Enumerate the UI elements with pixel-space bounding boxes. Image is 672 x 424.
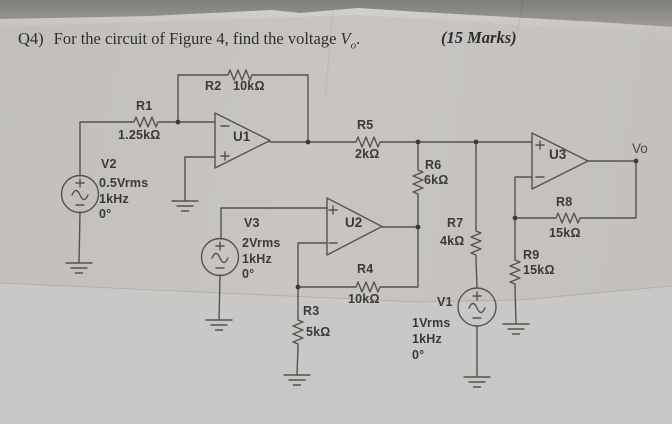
- label-r1-name: R1: [136, 99, 153, 113]
- resistor-r7: [470, 227, 482, 259]
- resistor-r4: [352, 281, 384, 293]
- question-text: For the circuit of Figure 4, find the vo…: [53, 29, 337, 48]
- label-r6-value: 6kΩ: [424, 173, 449, 187]
- wires: [78, 74, 637, 378]
- label-vo-output: Vo: [632, 141, 648, 156]
- ground-r3: [283, 374, 311, 386]
- resistor-r6: [412, 166, 424, 198]
- resistor-r5: [352, 136, 384, 148]
- label-r3-value: 5kΩ: [306, 325, 331, 339]
- opamps: [214, 112, 589, 256]
- resistors: [130, 69, 584, 348]
- label-r9-name: R9: [523, 248, 540, 262]
- resistor-r2: [224, 69, 256, 81]
- label-r2-value: 10kΩ: [233, 79, 265, 93]
- vo-symbol: Vo: [340, 29, 357, 52]
- label-v1-name: V1: [437, 295, 453, 309]
- label-r8-name: R8: [556, 195, 573, 209]
- grounds: [65, 200, 530, 388]
- opamp-u1: [214, 112, 271, 169]
- label-r5-value: 2kΩ: [355, 147, 380, 161]
- opamp-u3: [531, 132, 589, 190]
- label-r7-name: R7: [447, 216, 464, 230]
- label-r9-value: 15kΩ: [523, 263, 555, 277]
- ground-u1-plus: [171, 200, 199, 212]
- ground-r9: [502, 323, 530, 335]
- label-u3: U3: [549, 147, 567, 162]
- label-u1: U1: [233, 129, 251, 144]
- label-r3-name: R3: [303, 304, 320, 318]
- question-title: Q4) For the circuit of Figure 4, find the…: [18, 29, 361, 52]
- resistor-r9: [509, 256, 521, 288]
- ground-v2: [65, 262, 93, 274]
- source-v2: [60, 174, 100, 214]
- label-r4-value: 10kΩ: [348, 292, 380, 306]
- source-v3: [200, 237, 240, 277]
- label-v2-name: V2: [101, 157, 117, 171]
- label-v3-name: V3: [244, 216, 260, 230]
- sources: [60, 174, 497, 327]
- label-v2-params: 0.5Vrms 1kHz 0°: [99, 176, 149, 221]
- opamp-u1-plus: [220, 151, 230, 161]
- label-r7-value: 4kΩ: [440, 234, 465, 248]
- resistor-r3: [292, 316, 304, 348]
- source-v1: [457, 287, 497, 327]
- label-v3-params: 2Vrms 1kHz 0°: [242, 236, 281, 281]
- question-number: Q4): [18, 29, 44, 48]
- resistor-r1: [130, 116, 162, 128]
- label-v1-params: 1Vrms 1kHz 0°: [412, 316, 451, 362]
- label-r5-name: R5: [357, 118, 374, 132]
- opamp-u3-plus: [535, 140, 545, 150]
- junction-dots: [175, 119, 639, 290]
- resistor-r8: [552, 212, 584, 224]
- label-r8-value: 15kΩ: [549, 226, 581, 240]
- label-r2-name: R2: [205, 79, 222, 93]
- opamp-u2: [326, 197, 383, 256]
- label-r4-name: R4: [357, 262, 374, 276]
- label-u2: U2: [345, 215, 363, 230]
- opamp-u2-plus: [328, 205, 338, 215]
- ground-v1: [463, 376, 491, 388]
- ground-v3: [205, 319, 233, 331]
- label-r6-name: R6: [425, 158, 442, 172]
- label-r1-value: 1.25kΩ: [118, 128, 161, 142]
- marks-label: (15 Marks): [441, 28, 517, 47]
